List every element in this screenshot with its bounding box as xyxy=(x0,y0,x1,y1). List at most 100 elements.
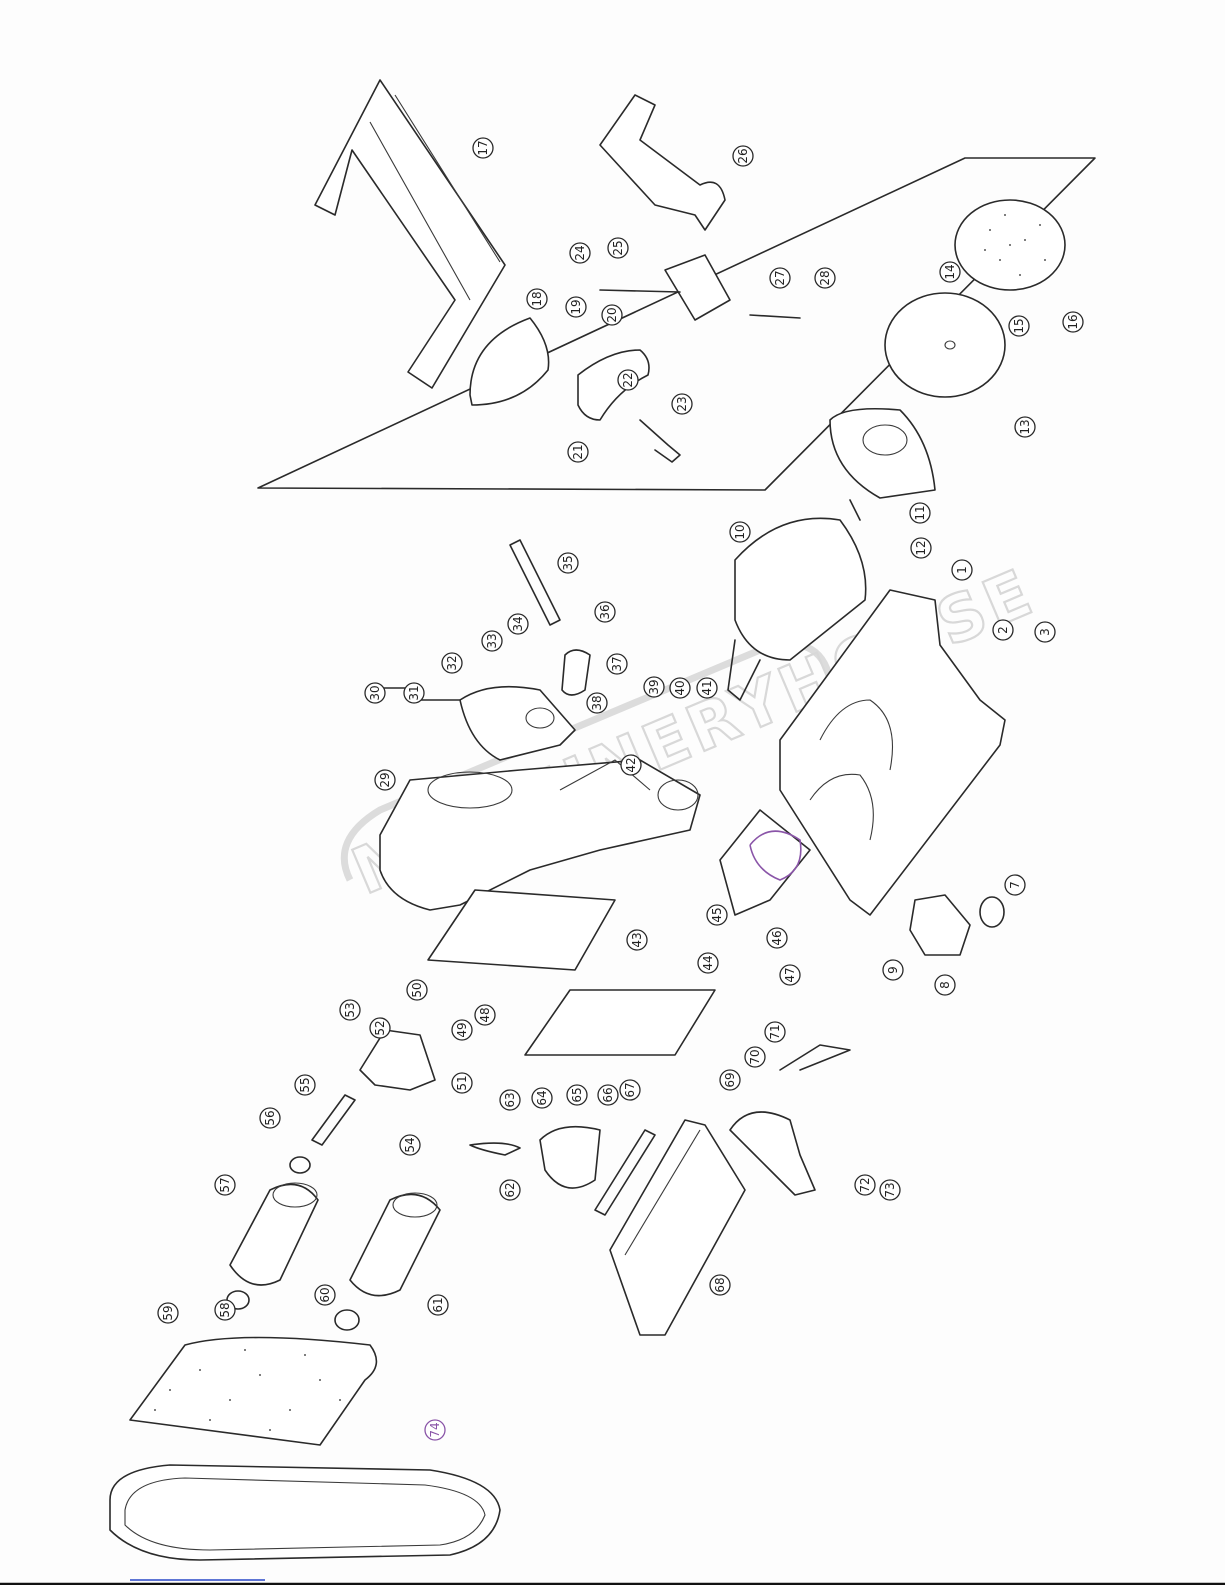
shaft-55 xyxy=(312,1095,355,1145)
callout-number: 39 xyxy=(647,679,661,694)
motor-front-shaft xyxy=(850,500,860,520)
sanding-belt-59 xyxy=(130,1338,376,1446)
part-callout-46: 46 xyxy=(767,928,787,948)
part-callout-12: 12 xyxy=(911,538,931,558)
callout-number: 1 xyxy=(955,566,969,574)
callout-number: 33 xyxy=(485,633,499,648)
callout-number: 29 xyxy=(378,772,392,787)
part-callout-27: 27 xyxy=(770,268,790,288)
part-callout-60: 60 xyxy=(315,1285,335,1305)
callout-number: 32 xyxy=(445,655,459,670)
callout-number: 15 xyxy=(1012,318,1026,333)
callout-number: 26 xyxy=(736,148,750,163)
callout-number: 64 xyxy=(535,1090,549,1105)
part-callout-26: 26 xyxy=(733,146,753,166)
callout-number: 38 xyxy=(590,695,604,710)
callout-number: 65 xyxy=(570,1087,584,1102)
callout-number: 12 xyxy=(914,540,928,555)
callout-number: 19 xyxy=(569,299,583,314)
part-callout-38: 38 xyxy=(587,693,607,713)
miter-guide-18 xyxy=(470,318,549,405)
part-callout-70: 70 xyxy=(745,1047,765,1067)
callout-number: 21 xyxy=(571,444,585,459)
disc-guard-11 xyxy=(830,409,935,498)
part-callout-42: 42 xyxy=(621,755,641,775)
callout-number: 73 xyxy=(883,1182,897,1197)
part-callout-51: 51 xyxy=(452,1073,472,1093)
part-callout-58: 58 xyxy=(215,1300,235,1320)
callout-number: 74 xyxy=(428,1422,442,1437)
callout-number: 66 xyxy=(601,1087,615,1102)
page-footer xyxy=(0,1580,1225,1584)
disc-table-17 xyxy=(315,80,505,388)
part-callout-67: 67 xyxy=(620,1080,640,1100)
tension-knob-36 xyxy=(562,650,590,695)
part-callout-73: 73 xyxy=(880,1180,900,1200)
callout-number: 18 xyxy=(530,291,544,306)
part-callout-30: 30 xyxy=(365,683,385,703)
callout-number: 56 xyxy=(263,1110,277,1125)
part-callout-29: 29 xyxy=(375,770,395,790)
part-callout-59: 59 xyxy=(158,1303,178,1323)
part-callout-25: 25 xyxy=(608,238,628,258)
part-callout-9: 9 xyxy=(883,960,903,980)
part-callout-55: 55 xyxy=(295,1075,315,1095)
part-callout-52: 52 xyxy=(370,1018,390,1038)
knob-23 xyxy=(640,420,680,462)
part-callout-15: 15 xyxy=(1009,316,1029,336)
platen-plate-44 xyxy=(525,990,715,1055)
part-callout-40: 40 xyxy=(670,678,690,698)
part-callout-63: 63 xyxy=(500,1090,520,1110)
callout-number: 63 xyxy=(503,1092,517,1107)
callout-number: 50 xyxy=(410,982,424,997)
part-callout-23: 23 xyxy=(672,394,692,414)
part-callout-20: 20 xyxy=(602,305,622,325)
callout-number: 49 xyxy=(455,1022,469,1037)
part-callout-17: 17 xyxy=(473,138,493,158)
callout-number: 27 xyxy=(773,270,787,285)
callout-number: 34 xyxy=(511,616,525,631)
callout-number: 47 xyxy=(783,967,797,982)
callout-number: 2 xyxy=(996,626,1010,634)
part-callout-24: 24 xyxy=(570,243,590,263)
part-callout-62: 62 xyxy=(500,1180,520,1200)
callout-number: 57 xyxy=(218,1177,232,1192)
callout-number: 28 xyxy=(818,270,832,285)
part-callout-74: 74 xyxy=(425,1420,445,1440)
callout-number: 9 xyxy=(886,966,900,974)
part-callout-48: 48 xyxy=(475,1005,495,1025)
part-callout-54: 54 xyxy=(400,1135,420,1155)
callout-number: 69 xyxy=(723,1072,737,1087)
guard-45 xyxy=(720,810,810,915)
part-callout-11: 11 xyxy=(910,503,930,523)
callout-number: 17 xyxy=(476,140,490,155)
callout-number: 61 xyxy=(431,1297,445,1312)
cover-32 xyxy=(460,687,575,760)
callout-number: 8 xyxy=(938,981,952,989)
switch-box-9 xyxy=(910,895,970,955)
part-callout-31: 31 xyxy=(404,683,424,703)
part-callout-41: 41 xyxy=(697,678,717,698)
knob-62 xyxy=(470,1143,520,1155)
part-callout-44: 44 xyxy=(698,953,718,973)
callout-number: 41 xyxy=(700,680,714,695)
callout-number: 54 xyxy=(403,1137,417,1152)
callout-number: 51 xyxy=(455,1075,469,1090)
callout-number: 24 xyxy=(573,245,587,260)
callout-number: 67 xyxy=(623,1082,637,1097)
part-callout-36: 36 xyxy=(595,602,615,622)
part-callout-47: 47 xyxy=(780,965,800,985)
callout-number: 10 xyxy=(733,524,747,539)
callout-number: 60 xyxy=(318,1287,332,1302)
callout-number: 71 xyxy=(768,1024,782,1039)
lever-71 xyxy=(780,1045,850,1070)
part-callout-2: 2 xyxy=(993,620,1013,640)
callout-number: 68 xyxy=(713,1277,727,1292)
callout-number: 7 xyxy=(1008,881,1022,889)
bracket-52 xyxy=(360,1030,435,1090)
callout-number: 30 xyxy=(368,685,382,700)
part-callout-10: 10 xyxy=(730,522,750,542)
callout-number: 25 xyxy=(611,240,625,255)
part-callout-72: 72 xyxy=(855,1175,875,1195)
part-callout-22: 22 xyxy=(618,370,638,390)
